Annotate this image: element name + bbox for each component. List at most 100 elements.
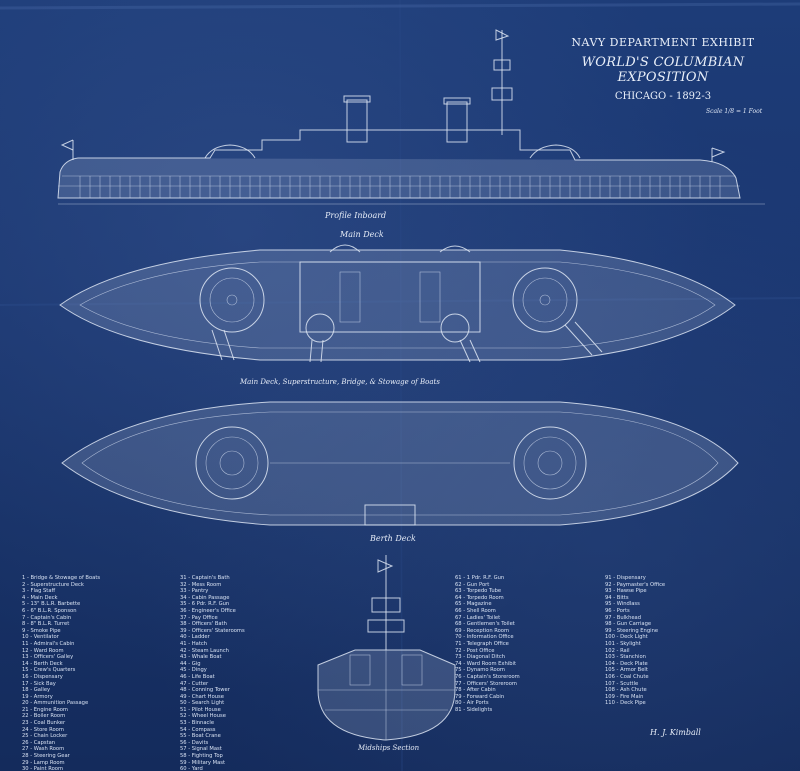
legend-item: 32 - Mess Room xyxy=(180,581,222,588)
midships-section-view xyxy=(317,555,456,741)
legend-item: 53 - Binnacle xyxy=(180,720,215,727)
legend-item: 61 - 1 Pdr. R.F. Gun xyxy=(455,575,505,581)
legend-item: 99 - Steering Engine xyxy=(605,627,659,634)
legend-item: 1 - Bridge & Stowage of Boats xyxy=(22,575,101,581)
title-block: NAVY DEPARTMENT EXHIBIT WORLD'S COLUMBIA… xyxy=(548,36,778,102)
legend-item: 62 - Gun Port xyxy=(455,581,490,588)
legend-item: 100 - Deck Light xyxy=(605,634,648,641)
legend-item: 34 - Cabin Passage xyxy=(180,594,230,601)
superstructure-caption: Main Deck, Superstructure, Bridge, & Sto… xyxy=(240,378,440,386)
legend-item: 58 - Fighting Top xyxy=(180,753,223,760)
legend-item: 63 - Torpedo Tube xyxy=(455,588,502,595)
legend-item: 49 - Chart House xyxy=(180,693,224,700)
legend-item: 35 - 6 Pdr. R.F. Gun xyxy=(180,601,230,608)
legend-item: 97 - Bulkhead xyxy=(605,614,642,621)
legend-item: 43 - Whale Boat xyxy=(180,654,222,661)
legend-item: 101 - Skylight xyxy=(605,640,641,647)
legend-item: 7 - Captain's Cabin xyxy=(22,614,72,621)
legend-item: 65 - Magazine xyxy=(455,601,492,608)
legend-item: 45 - Dingy xyxy=(180,667,207,674)
legend-item: 94 - Bitts xyxy=(605,594,629,601)
legend-item: 46 - Life Boat xyxy=(180,673,215,680)
legend-item: 40 - Ladder xyxy=(180,634,210,641)
legend-item: 10 - Ventilator xyxy=(22,634,59,641)
legend-item: 14 - Berth Deck xyxy=(22,660,63,667)
legend-item: 92 - Paymaster's Office xyxy=(605,581,666,588)
legend-item: 57 - Signal Mast xyxy=(180,746,222,753)
legend-item: 51 - Pilot House xyxy=(180,706,221,713)
legend-item: 60 - Yard xyxy=(180,766,203,771)
legend-item: 12 - Ward Room xyxy=(22,647,64,654)
legend-item: 75 - Dynamo Room xyxy=(455,667,505,674)
midships-section-caption: Midships Section xyxy=(358,744,420,752)
legend-item: 78 - After Cabin xyxy=(455,687,496,694)
legend-item: 20 - Ammunition Passage xyxy=(22,700,89,707)
legend-item: 18 - Galley xyxy=(22,687,51,694)
legend-item: 44 - Gig xyxy=(180,660,201,667)
legend-item: 59 - Military Mast xyxy=(180,759,226,766)
legend-item: 39 - Officers' Staterooms xyxy=(180,627,245,634)
berth-deck-plan xyxy=(61,401,739,526)
legend-item: 47 - Cutter xyxy=(180,680,209,687)
title-location-date: CHICAGO - 1892-3 xyxy=(614,91,712,102)
title-navy-department: NAVY DEPARTMENT EXHIBIT xyxy=(571,36,755,49)
legend-item: 25 - Chain Locker xyxy=(22,733,68,740)
legend-item: 23 - Coal Bunker xyxy=(22,720,66,727)
legend-item: 68 - Gentlemen's Toilet xyxy=(455,621,515,628)
legend-item: 55 - Boat Crane xyxy=(180,733,221,740)
legend-item: 11 - Admiral's Cabin xyxy=(22,640,75,647)
legend-item: 64 - Torpedo Room xyxy=(455,594,504,601)
legend-item: 36 - Engineer's Office xyxy=(180,607,236,614)
legend-item: 72 - Post Office xyxy=(455,647,495,654)
legend-item: 70 - Information Office xyxy=(455,634,514,641)
legend-item: 16 - Dispensary xyxy=(22,673,63,680)
legend-item: 15 - Crew's Quarters xyxy=(22,667,76,674)
legend-item: 66 - Shell Room xyxy=(455,607,496,614)
legend-item: 42 - Steam Launch xyxy=(180,647,229,654)
legend-item: 80 - Air Ports xyxy=(455,700,489,707)
legend-item: 95 - Windlass xyxy=(605,601,640,608)
legend-item: 77 - Officers' Storeroom xyxy=(455,680,517,687)
legend-item: 4 - Main Deck xyxy=(22,594,58,601)
legend-item: 69 - Reception Room xyxy=(455,627,510,634)
legend-item: 104 - Deck Plate xyxy=(605,660,648,667)
legend-item: 9 - Smoke Pipe xyxy=(22,627,61,634)
legend-item: 31 - Captain's Bath xyxy=(180,575,230,581)
legend-item: 41 - Hatch xyxy=(180,640,208,647)
legend-item: 71 - Telegraph Office xyxy=(455,640,509,647)
legend-item: 26 - Capstan xyxy=(22,739,56,746)
legend-item: 108 - Ash Chute xyxy=(605,687,647,694)
legend-item: 96 - Ports xyxy=(605,607,630,614)
legend-item: 79 - Forward Cabin xyxy=(455,693,505,700)
legend-item: 91 - Dispensary xyxy=(605,575,646,581)
legend-item: 21 - Engine Room xyxy=(22,706,68,713)
legend-item: 67 - Ladies' Toilet xyxy=(455,614,501,621)
legend-item: 48 - Conning Tower xyxy=(180,687,230,694)
legend-item: 105 - Armor Belt xyxy=(605,667,648,674)
legend-item: 19 - Armory xyxy=(22,693,53,700)
legend-item: 110 - Deck Pipe xyxy=(605,700,646,707)
legend-item: 2 - Superstructure Deck xyxy=(22,581,84,588)
legend-item: 24 - Store Room xyxy=(22,726,64,733)
legend-item: 3 - Flag Staff xyxy=(22,588,56,595)
legend-item: 22 - Boiler Room xyxy=(22,713,66,720)
legend-item: 38 - Officers' Bath xyxy=(180,621,227,628)
legend-item: 56 - Davits xyxy=(180,739,209,746)
legend-item: 93 - Hawse Pipe xyxy=(605,588,647,595)
legend-item: 103 - Stanchion xyxy=(605,654,646,661)
legend-item: 13 - Officers' Galley xyxy=(22,654,74,661)
legend-item: 30 - Paint Room xyxy=(22,766,64,771)
legend-item: 73 - Diagonal Ditch xyxy=(455,654,506,661)
legend-item: 8 - 8" B.L.R. Turret xyxy=(22,621,70,628)
legend-item: 50 - Search Light xyxy=(180,700,225,707)
legend-item: 6 - 6" B.L.R. Sponson xyxy=(22,607,77,614)
signature: H. J. Kimball xyxy=(650,728,701,737)
legend-item: 98 - Gun Carriage xyxy=(605,621,652,628)
legend-item: 37 - Pay Office xyxy=(180,614,218,621)
legend-item: 76 - Captain's Storeroom xyxy=(455,673,520,680)
legend-item: 52 - Wheel House xyxy=(180,713,226,720)
